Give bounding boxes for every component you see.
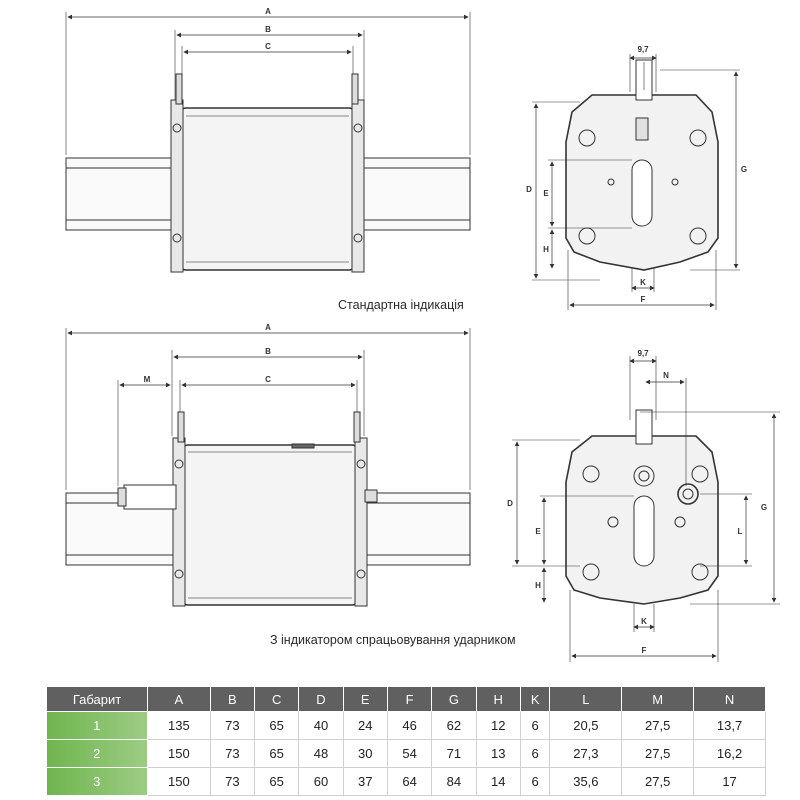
- header-E: E: [342, 686, 388, 712]
- table-header-row: Габарит A B C D E F G H K L M N: [46, 686, 766, 712]
- header-C: C: [253, 686, 300, 712]
- header-A: A: [147, 686, 211, 712]
- table-row: 3 150 73 65 60 37 64 84 14 6 35,6 27,5 1…: [46, 767, 766, 796]
- table-cell: 12: [476, 711, 521, 740]
- table-cell: 1: [46, 711, 148, 740]
- table-cell: 2: [46, 739, 148, 768]
- table-cell: 84: [431, 767, 477, 796]
- table-cell: 35,6: [549, 767, 623, 796]
- caption-standard-indication: Стандартна індикація: [338, 298, 464, 312]
- caption-striker-indication: З індикатором спрацьовування ударником: [270, 633, 516, 647]
- table-cell: 73: [210, 739, 255, 768]
- table-cell: 37: [343, 767, 388, 796]
- table-cell: 48: [298, 739, 344, 768]
- header-D: D: [298, 686, 344, 712]
- dimensions-table: Габарит A B C D E F G H K L M N 1 135 73…: [46, 686, 766, 796]
- dim-label-9-7-top: 9,7: [637, 45, 649, 54]
- dim-label-A-bottom: A: [265, 323, 271, 332]
- top-side-view: [532, 54, 740, 310]
- header-G: G: [431, 686, 477, 712]
- table-row: 1 135 73 65 40 24 46 62 12 6 20,5 27,5 1…: [46, 711, 766, 740]
- table-cell: 27,3: [549, 739, 623, 768]
- dim-label-D-bottom: D: [507, 499, 513, 508]
- bottom-side-view: [512, 356, 780, 662]
- table-cell: 27,5: [621, 767, 695, 796]
- dim-label-E-top: E: [543, 189, 549, 198]
- table-cell: 27,5: [621, 739, 695, 768]
- table-cell: 27,5: [621, 711, 695, 740]
- dim-label-G-bottom: G: [761, 503, 767, 512]
- dim-label-9-7-bottom: 9,7: [637, 349, 649, 358]
- dim-label-F-top: F: [641, 295, 646, 304]
- dim-label-F-bottom: F: [642, 646, 647, 655]
- table-cell: 62: [431, 711, 477, 740]
- dim-label-E-bottom: E: [535, 527, 541, 536]
- header-H: H: [475, 686, 521, 712]
- table-cell: 6: [520, 767, 551, 796]
- table-row: 2 150 73 65 48 30 54 71 13 6 27,3 27,5 1…: [46, 739, 766, 768]
- table-cell: 17: [693, 767, 766, 796]
- table-cell: 64: [387, 767, 433, 796]
- table-cell: 150: [147, 739, 211, 768]
- table-cell: 13,7: [693, 711, 766, 740]
- table-cell: 6: [520, 711, 551, 740]
- table-cell: 24: [343, 711, 388, 740]
- table-cell: 46: [387, 711, 433, 740]
- dim-label-A-top: A: [265, 7, 271, 16]
- table-cell: 3: [46, 767, 148, 796]
- dim-label-C-top: C: [265, 42, 271, 51]
- table-cell: 65: [254, 767, 300, 796]
- table-cell: 6: [520, 739, 551, 768]
- dim-label-M-bottom: M: [144, 375, 151, 384]
- dim-label-C-bottom: C: [265, 375, 271, 384]
- table-cell: 71: [431, 739, 477, 768]
- table-cell: 135: [147, 711, 211, 740]
- dim-label-B-top: B: [265, 25, 271, 34]
- table-cell: 60: [298, 767, 344, 796]
- dim-label-L-bottom: L: [738, 527, 743, 536]
- header-B: B: [209, 686, 255, 712]
- table-cell: 73: [210, 767, 255, 796]
- header-F: F: [386, 686, 433, 712]
- table-cell: 65: [254, 739, 300, 768]
- table-cell: 65: [254, 711, 300, 740]
- top-front-view: [65, 12, 471, 273]
- dim-label-H-top: H: [543, 245, 549, 254]
- table-cell: 30: [343, 739, 388, 768]
- table-cell: 14: [476, 767, 521, 796]
- table-cell: 54: [387, 739, 433, 768]
- dim-label-N-bottom: N: [663, 371, 669, 380]
- table-cell: 16,2: [693, 739, 766, 768]
- dim-label-G-top: G: [741, 165, 747, 174]
- header-M: M: [621, 686, 695, 712]
- table-cell: 150: [147, 767, 211, 796]
- table-cell: 40: [298, 711, 344, 740]
- technical-drawing: A B C 9,7 D E H G K F: [65, 7, 780, 662]
- dim-label-B-bottom: B: [265, 347, 271, 356]
- bottom-front-view: [65, 328, 471, 607]
- dim-label-K-bottom: K: [641, 617, 647, 626]
- header-L: L: [549, 686, 623, 712]
- header-size: Габарит: [46, 686, 148, 712]
- header-N: N: [693, 686, 766, 712]
- header-K: K: [519, 686, 551, 712]
- dim-label-H-bottom: H: [535, 581, 541, 590]
- table-cell: 13: [476, 739, 521, 768]
- dim-label-K-top: K: [640, 278, 646, 287]
- table-cell: 73: [210, 711, 255, 740]
- dim-label-D-top: D: [526, 185, 532, 194]
- table-cell: 20,5: [549, 711, 623, 740]
